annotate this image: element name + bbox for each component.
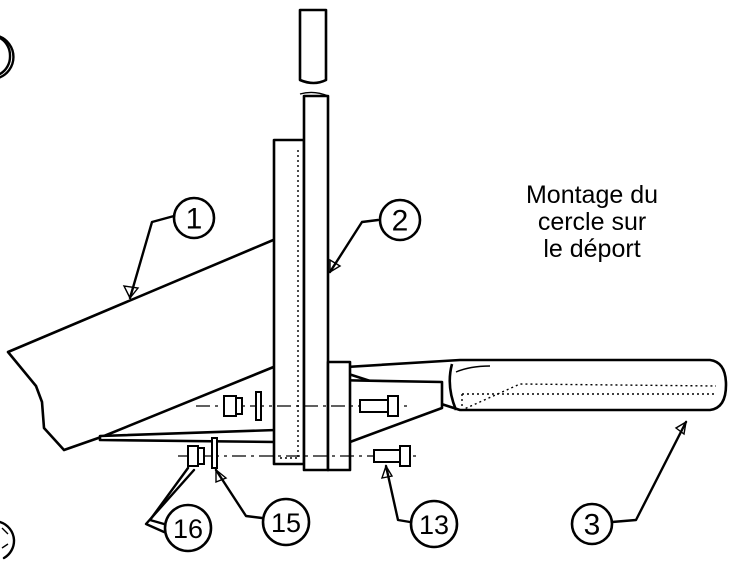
callout-2-label: 2 — [392, 205, 409, 238]
callout-3: 3 — [570, 502, 614, 546]
partial-callout-bottom-left — [0, 520, 16, 560]
caption-line-3: le déport — [543, 235, 641, 263]
part-3-horizontal-bar — [328, 358, 728, 444]
diagram-caption: Montage du cercle sur le déport — [486, 182, 698, 263]
callout-16-label: 16 — [173, 514, 203, 544]
caption-line-1: Montage du — [525, 181, 659, 209]
hardware-bolts — [178, 391, 416, 469]
callout-16: 16 — [163, 503, 213, 553]
part-1-angled-beam — [6, 236, 280, 452]
callout-1-label: 1 — [186, 203, 203, 236]
bottom-plate — [98, 428, 278, 444]
callout-3-label: 3 — [584, 509, 601, 542]
callout-2: 2 — [378, 198, 422, 242]
callout-15-label: 15 — [271, 508, 301, 538]
callout-1: 1 — [172, 196, 216, 240]
callout-13: 13 — [409, 499, 459, 549]
callout-15: 15 — [261, 497, 311, 547]
leader-lines — [122, 214, 688, 534]
partial-callout-top-left — [0, 35, 15, 79]
part-2-vertical-post — [272, 8, 352, 472]
caption-line-2: cercle sur — [537, 208, 647, 236]
callout-13-label: 13 — [419, 510, 449, 540]
